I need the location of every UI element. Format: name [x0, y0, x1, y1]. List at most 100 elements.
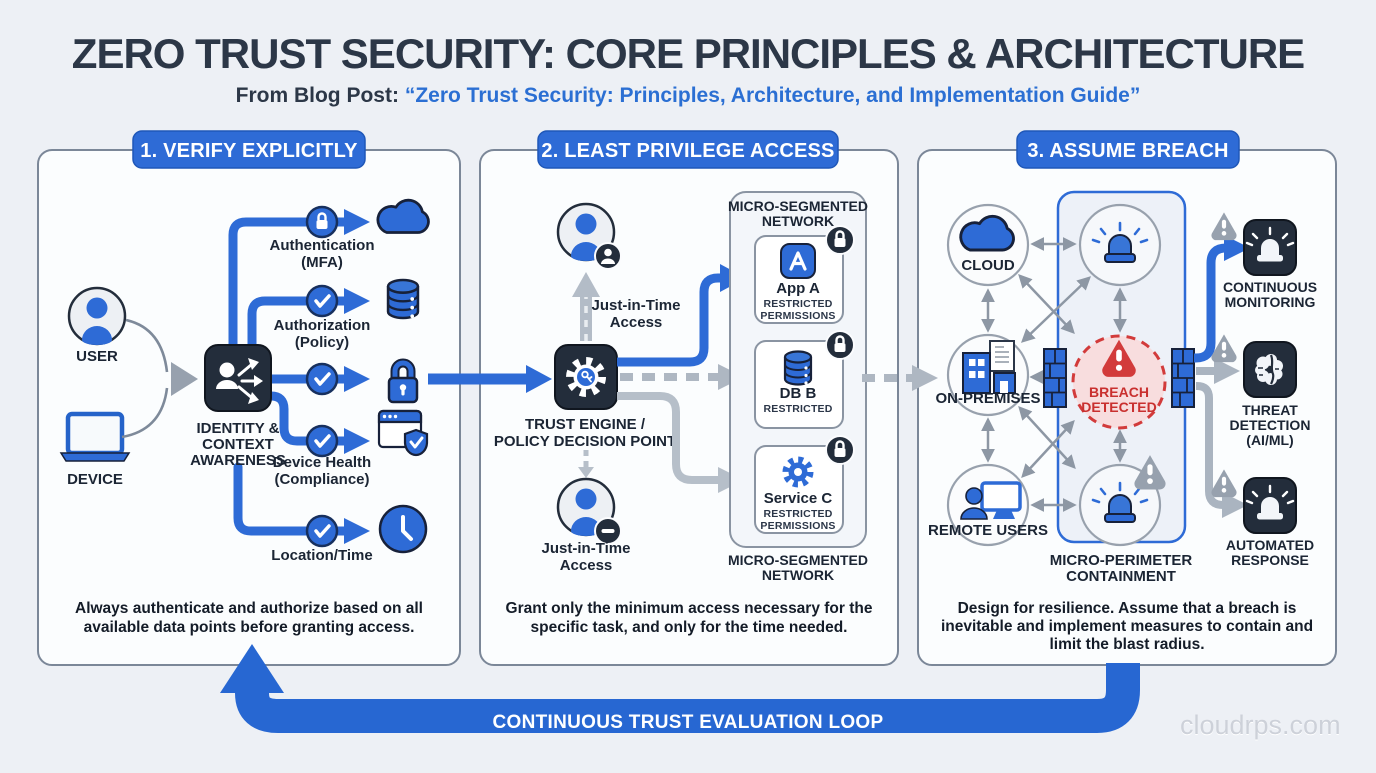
row-label: Authentication — [270, 237, 375, 254]
continuous-trust-loop: CONTINUOUS TRUST EVALUATION LOOP — [220, 644, 1140, 733]
building-icon — [962, 340, 1016, 394]
watermark: cloudrps.com — [1180, 710, 1341, 740]
firewall-icon — [1171, 348, 1195, 408]
threat-detection-box: THREAT DETECTION (AI/ML) — [1230, 341, 1311, 448]
td-label: THREAT — [1242, 402, 1298, 418]
cm-label: MONITORING — [1225, 294, 1316, 310]
td-label: (AI/ML) — [1246, 432, 1293, 448]
remote-users-label: REMOTE USERS — [928, 522, 1048, 539]
row-label: (MFA) — [301, 254, 343, 271]
jit-up-arrow — [572, 272, 600, 341]
header-verify-explicitly: 1. VERIFY EXPLICITLY — [132, 130, 366, 169]
engine-down-arrow — [578, 450, 594, 478]
gray-arrowhead-icon — [171, 362, 198, 396]
panel1-caption: Always authenticate and authorize based … — [75, 600, 423, 617]
panel1-caption: available data points before granting ac… — [84, 619, 415, 636]
to-continuous-monitoring-arrow — [1194, 235, 1250, 363]
hub-label: IDENTITY & — [196, 420, 279, 437]
on-premises-node: ON-PREMISES — [935, 333, 1041, 417]
check-badge-icon — [305, 424, 339, 458]
micro-segmented-network: MICRO-SEGMENTED NETWORK App A RESTRICTED… — [728, 191, 868, 548]
trust-engine-box — [554, 344, 618, 410]
panel3-caption: limit the blast radius. — [1049, 636, 1204, 653]
panel2-caption: Grant only the minimum access necessary … — [506, 600, 873, 617]
segment-sub: PERMISSIONS — [760, 310, 835, 322]
onprem-label: ON-PREMISES — [935, 390, 1040, 407]
app-store-icon — [780, 243, 816, 279]
msn-bottom-label: NETWORK — [762, 567, 834, 583]
browser-shield-icon — [377, 409, 429, 457]
header-label: 1. VERIFY EXPLICITLY — [140, 140, 358, 162]
page-subtitle: From Blog Post: “Zero Trust Security: Pr… — [0, 84, 1376, 108]
header-label: 2. LEAST PRIVILEGE ACCESS — [541, 140, 834, 162]
person-share-icon — [216, 358, 263, 404]
msn-top-label: MICRO-SEGMENTED — [728, 198, 868, 214]
header-assume-breach: 3. ASSUME BREACH — [1016, 130, 1240, 169]
segment-title: DB B — [780, 385, 817, 402]
jit-user-avatar-icon — [556, 202, 622, 270]
cloud-label: CLOUD — [961, 257, 1014, 274]
identity-context-hub — [204, 344, 272, 412]
ar-label: RESPONSE — [1231, 552, 1309, 568]
lock-badge-icon — [824, 434, 856, 466]
hub-label: AWARENESS — [190, 452, 286, 469]
segment-sub: RESTRICTED — [763, 298, 832, 310]
remote-users-node: REMOTE USERS — [928, 463, 1048, 547]
trust-engine-label: POLICY DECISION POINT — [494, 433, 676, 450]
page-title: ZERO TRUST SECURITY: CORE PRINCIPLES & A… — [71, 30, 1305, 77]
blog-post-link[interactable]: “Zero Trust Security: Principles, Archit… — [404, 84, 1141, 107]
jit-bottom-label: Just-in-Time — [542, 540, 631, 557]
mesh-connectors — [981, 237, 1127, 512]
row-label: (Compliance) — [274, 471, 369, 488]
header-label: 3. ASSUME BREACH — [1027, 140, 1228, 162]
automated-response-box: AUTOMATED RESPONSE — [1226, 477, 1314, 568]
clock-icon — [378, 504, 428, 554]
lock-badge-icon — [824, 224, 856, 256]
segment-title: Service C — [764, 490, 833, 507]
continuous-monitoring-box: CONTINUOUS MONITORING — [1223, 219, 1317, 310]
gear-icon — [782, 456, 814, 488]
row-label: Location/Time — [271, 547, 372, 564]
msn-top-label: NETWORK — [762, 213, 834, 229]
jit-top-label: Just-in-Time — [592, 297, 681, 314]
remote-user-icon — [960, 481, 1022, 520]
input-connectors — [121, 318, 198, 439]
check-badge-icon — [305, 514, 339, 548]
row-label: Device Health — [273, 454, 371, 471]
td-label: DETECTION — [1230, 417, 1311, 433]
check-badge-icon — [305, 284, 339, 318]
header-least-privilege: 2. LEAST PRIVILEGE ACCESS — [537, 130, 839, 169]
verify-arrowheads — [344, 209, 370, 544]
check-badge-icon — [305, 362, 339, 396]
mpc-label: MICRO-PERIMETER — [1050, 552, 1193, 569]
minus-badge-icon — [594, 517, 622, 545]
to-automated-response-arrow — [1196, 382, 1248, 518]
segment-sub: RESTRICTED — [763, 508, 832, 520]
row-label: (Policy) — [295, 334, 349, 351]
segment-db-b: DB B RESTRICTED — [754, 329, 856, 429]
brain-icon — [1255, 354, 1283, 385]
user-avatar-icon — [67, 286, 127, 347]
person-badge-icon — [594, 242, 622, 270]
trust-engine-label: TRUST ENGINE / — [525, 416, 646, 433]
lock-badge-icon — [305, 205, 339, 239]
segment-sub: PERMISSIONS — [760, 520, 835, 532]
lock-badge-icon — [824, 329, 856, 361]
breach-label: BREACH — [1089, 384, 1149, 400]
segment-title: App A — [776, 280, 820, 297]
jit-bottom-label: Access — [560, 557, 613, 574]
device-laptop-icon — [59, 411, 131, 462]
loop-arrowhead-icon — [220, 644, 284, 693]
panel1-to-panel2-arrow — [428, 365, 552, 393]
cloud-node: CLOUD — [946, 203, 1030, 287]
panel3-caption: Design for resilience. Assume that a bre… — [958, 600, 1297, 617]
jit-restricted-avatar-icon — [556, 477, 622, 545]
segment-sub: RESTRICTED — [763, 403, 832, 415]
cm-label: CONTINUOUS — [1223, 279, 1317, 295]
panel2-to-panel3-arrow — [862, 365, 938, 391]
segment-service-c: Service C RESTRICTED PERMISSIONS — [754, 434, 856, 534]
panel2-caption: specific task, and only for the time nee… — [531, 619, 848, 636]
gear-key-icon — [566, 357, 606, 397]
